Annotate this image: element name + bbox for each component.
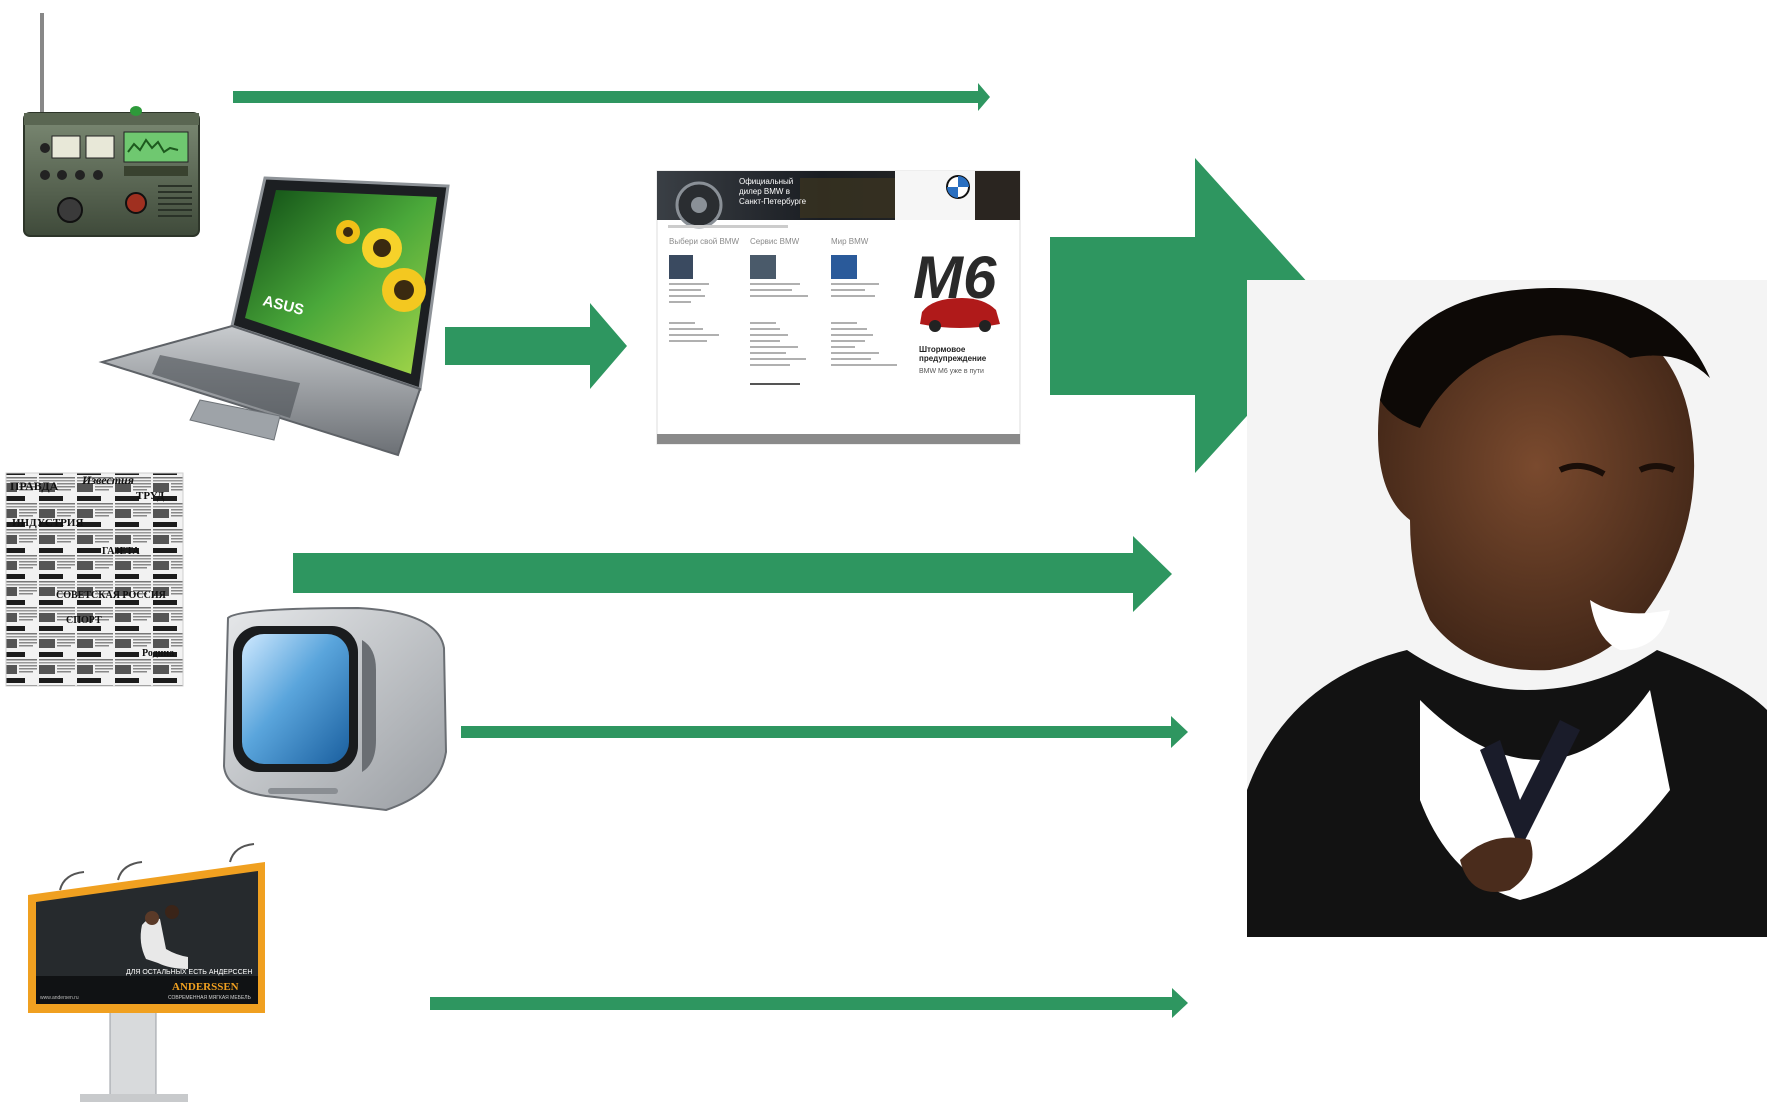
newspaper-title-6: СПОРТ	[66, 615, 102, 626]
newspapers-image: ПРАВДА Известия ТРУД ИНДУСТРИЯ СОВЕТСКАЯ…	[5, 472, 184, 687]
website-promo-line-1: Штормовое	[919, 345, 966, 354]
radio-transceiver-image	[23, 13, 200, 237]
newspaper-title-5: СОВЕТСКАЯ РОССИЯ	[56, 590, 167, 601]
newspaper-title-2: Известия	[81, 473, 134, 487]
website-promo-sub: BMW M6 уже в пути	[919, 368, 984, 375]
website-hero-line-2: дилер BMW в	[739, 187, 790, 196]
arrow-tv	[461, 716, 1188, 748]
laptop-image: ASUS	[98, 176, 450, 457]
tv-image	[222, 606, 448, 812]
newspaper-title-4: ИНДУСТРИЯ	[12, 517, 83, 529]
arrow-newspaper	[293, 536, 1172, 612]
website-promo-line-2: предупреждение	[919, 354, 987, 363]
newspaper-title-3: ТРУД	[136, 490, 165, 502]
billboard-url: www.andersen.ru	[40, 995, 79, 1001]
website-hero-line-1: Официальный	[739, 177, 793, 186]
billboard-slogan: ДЛЯ ОСТАЛЬНЫХ ЕСТЬ АНДЕРССЕН	[126, 969, 252, 976]
newspaper-title-8: Родина	[142, 648, 174, 659]
arrow-laptop	[445, 303, 627, 389]
person-photo	[1247, 280, 1767, 937]
website-column-3-title: Мир BMW	[831, 237, 869, 246]
website-screenshot: Официальный дилер BMW в Санкт-Петербурге…	[656, 170, 1021, 445]
newspaper-title-7: ГАЗЕТА	[102, 546, 140, 557]
arrow-radio	[233, 83, 990, 111]
newspaper-title-1: ПРАВДА	[10, 479, 59, 493]
website-column-2-title: Сервис BMW	[750, 237, 800, 246]
arrow-billboard	[430, 988, 1188, 1018]
billboard-brand: ANDERSSEN	[172, 981, 239, 993]
website-hero-line-3: Санкт-Петербурге	[739, 197, 807, 206]
billboard-image: ДЛЯ ОСТАЛЬНЫХ ЕСТЬ АНДЕРССЕН ANDERSSEN С…	[28, 843, 265, 1102]
billboard-sub: СОВРЕМЕННАЯ МЯГКАЯ МЕБЕЛЬ	[168, 995, 252, 1001]
website-column-1-title: Выбери свой BMW	[669, 237, 739, 246]
